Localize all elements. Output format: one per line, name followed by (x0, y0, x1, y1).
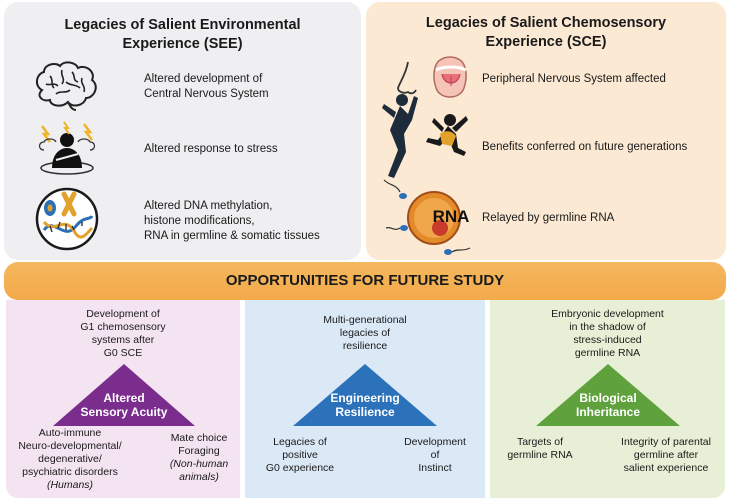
brain-icon (36, 61, 97, 111)
see-item-1-text: Altered development of Central Nervous S… (144, 73, 269, 100)
sce-item-1-text: Peripheral Nervous System affected (482, 73, 666, 85)
col3-left-text: Targets of germline RNA (507, 436, 573, 461)
opportunities-banner: OPPORTUNITIES FOR FUTURE STUDY (4, 262, 726, 300)
sce-item-2-text: Benefits conferred on future generations (482, 141, 688, 153)
engineering-resilience-triangle (293, 364, 437, 426)
biological-inheritance-label: Biological Inheritance (575, 391, 641, 419)
opportunity-column-sensory: Development of G1 chemosensory systems a… (6, 300, 240, 498)
nose-tongue-icon (397, 56, 467, 98)
col1-top-text: Development of G1 chemosensory systems a… (80, 308, 166, 359)
stressed-person-icon (38, 121, 96, 175)
rna-egg-sperm-icon (383, 179, 471, 255)
col1-left-text: Auto-immune Neuro-developmental/ degener… (18, 427, 122, 491)
see-panel: Legacies of Salient Environmental Experi… (4, 2, 361, 260)
col2-left-text: Legacies of positive G0 experience (265, 436, 335, 474)
see-item-2-text: Altered response to stress (144, 143, 278, 155)
col2-right-text: Development of Instinct (404, 436, 466, 474)
col2-top-text: Multi-generational legacies of resilienc… (323, 314, 407, 352)
see-item-3-text: Altered DNA methylation, histone modific… (144, 200, 320, 242)
col1-right-text: Mate choice Foraging (Non-human animals) (169, 432, 229, 483)
see-title: Legacies of Salient Environmental Experi… (64, 17, 301, 52)
sensory-acuity-label: Altered Sensory Acuity (80, 391, 168, 419)
engineering-resilience-label: Engineering Resilience (330, 391, 400, 419)
sce-title: Legacies of Salient Chemosensory Experie… (425, 15, 667, 50)
sensory-acuity-triangle (53, 364, 195, 426)
sce-panel: Legacies of Salient Chemosensory Experie… (366, 2, 726, 260)
sce-item-3-text: Relayed by germline RNA (482, 212, 615, 224)
opportunity-column-resilience: Multi-generational legacies of resilienc… (245, 300, 485, 498)
opportunity-column-inheritance: Embryonic development in the shadow of s… (490, 300, 725, 498)
dna-chromosome-icon (35, 187, 99, 251)
biological-inheritance-triangle (536, 364, 680, 426)
rna-label: RNA (432, 207, 470, 226)
col3-right-text: Integrity of parental germline after sal… (621, 436, 711, 474)
col3-top-text: Embryonic development in the shadow of s… (551, 308, 664, 359)
jumping-people-icon (382, 94, 468, 178)
